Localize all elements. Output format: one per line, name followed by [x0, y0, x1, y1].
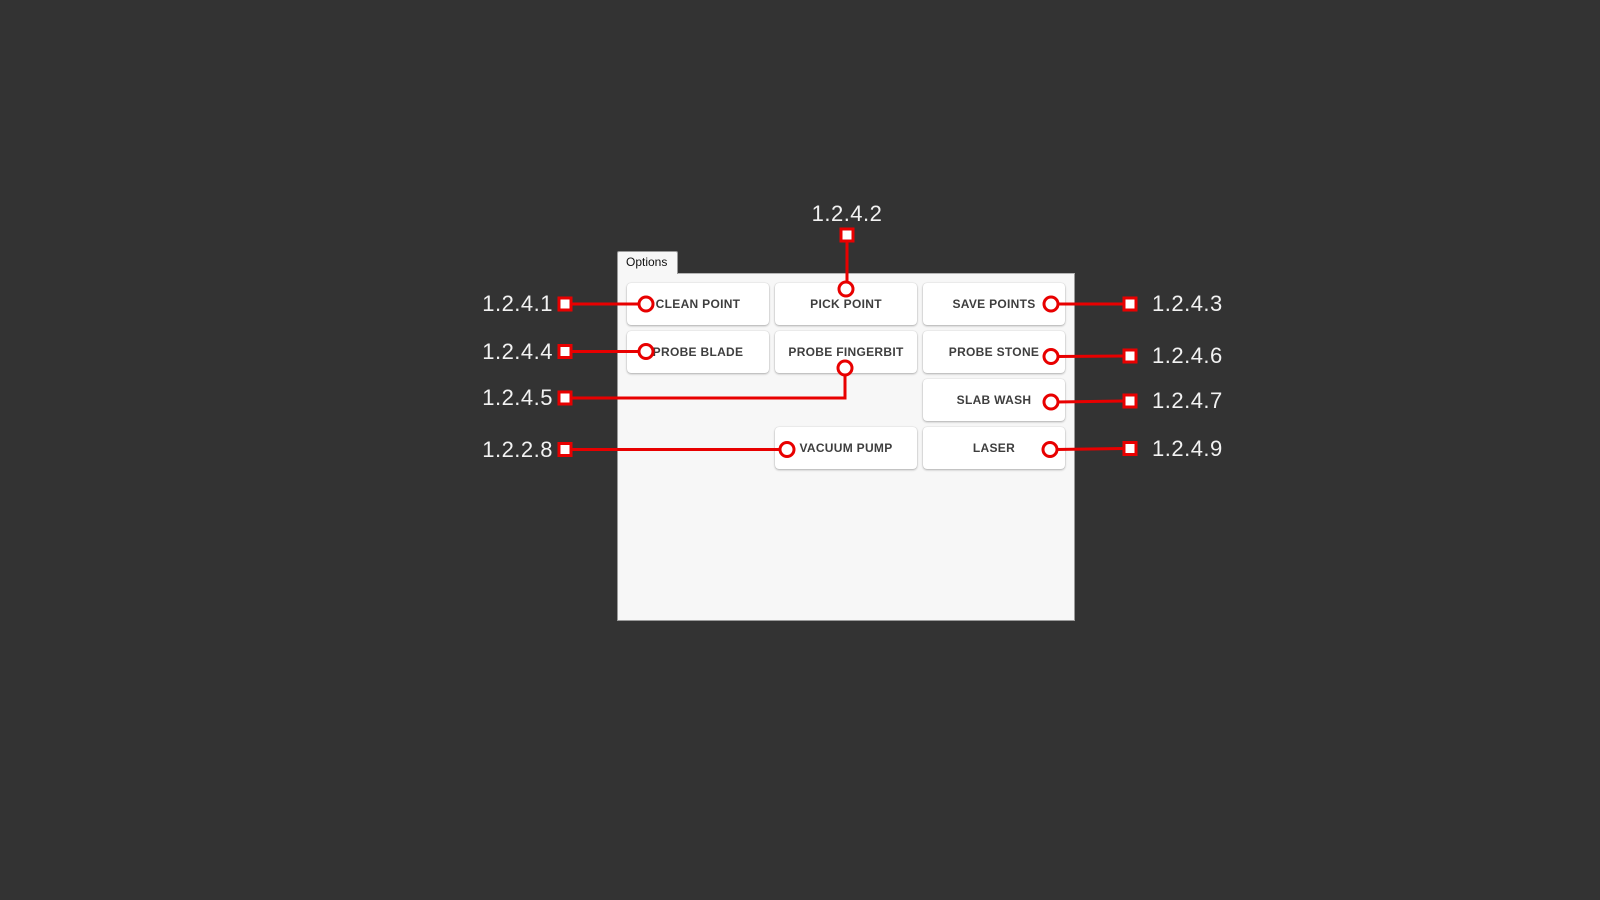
callout-square-1245: [557, 390, 573, 406]
ref-label-clean-point: 1.2.4.1: [482, 291, 553, 316]
ref-label-vacuum-pump: 1.2.2.8: [482, 436, 553, 462]
pick-point-button[interactable]: PICK POINT: [775, 283, 917, 325]
vacuum-pump-button[interactable]: VACUUM PUMP: [775, 427, 917, 469]
ref-label-probe-fingerbit: 1.2.4.5: [482, 385, 553, 410]
save-points-button[interactable]: SAVE POINTS: [923, 283, 1065, 325]
ref-label-probe-stone: 1.2.4.6: [1152, 343, 1223, 368]
callout-square-1241: [557, 296, 573, 312]
ref-label-slab-wash: 1.2.4.7: [1152, 388, 1223, 413]
callout-square-1244: [557, 344, 573, 359]
laser-button[interactable]: LASER: [923, 427, 1065, 469]
options-button-grid: CLEAN POINT PICK POINT SAVE POINTS PROBE…: [627, 283, 1065, 469]
probe-blade-button[interactable]: PROBE BLADE: [627, 331, 769, 373]
probe-stone-button[interactable]: PROBE STONE: [923, 331, 1065, 373]
tab-options-label: Options: [626, 255, 668, 269]
probe-fingerbit-button[interactable]: PROBE FINGERBIT: [775, 331, 917, 373]
callout-square-1228: [557, 442, 573, 457]
callout-square-1243: [1122, 296, 1138, 312]
slab-wash-button[interactable]: SLAB WASH: [923, 379, 1065, 421]
callout-square-1249: [1122, 441, 1138, 456]
callout-square-1242: [839, 227, 855, 243]
callout-square-1246: [1122, 348, 1138, 364]
clean-point-button[interactable]: CLEAN POINT: [627, 283, 769, 325]
ref-label-pick-point: 1.2.4.2: [811, 201, 883, 226]
callout-square-1247: [1122, 393, 1138, 409]
options-panel: CLEAN POINT PICK POINT SAVE POINTS PROBE…: [617, 273, 1075, 621]
ref-label-probe-blade: 1.2.4.4: [482, 338, 553, 364]
ref-label-laser: 1.2.4.9: [1152, 435, 1223, 461]
ref-label-save-points: 1.2.4.3: [1152, 291, 1223, 316]
tab-options[interactable]: Options: [617, 251, 679, 274]
